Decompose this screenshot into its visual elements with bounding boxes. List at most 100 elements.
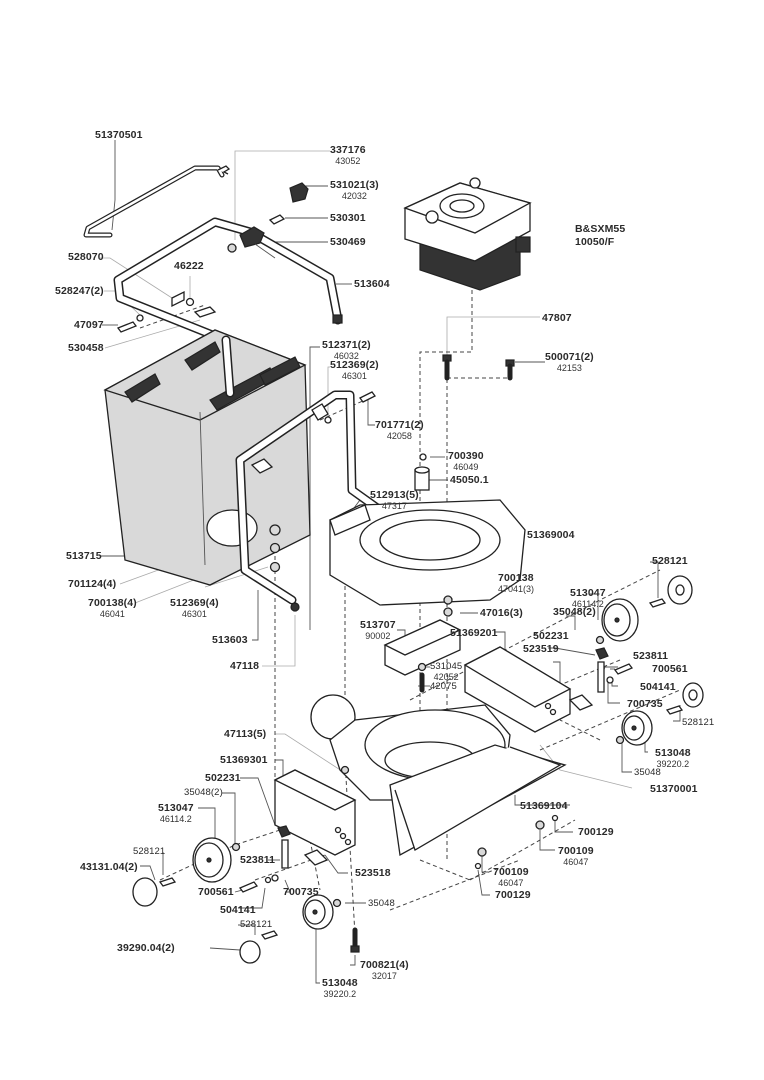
- part-number: 701771(2): [375, 419, 424, 431]
- bottom-bolt: [350, 927, 360, 953]
- part-number: 513707: [360, 619, 396, 631]
- part-number: 35048: [634, 767, 661, 778]
- spacer-and-ring: [414, 453, 430, 491]
- part-number: 504141: [640, 681, 676, 693]
- bracket-51369201: [463, 646, 572, 733]
- part-number: 337176: [330, 144, 366, 156]
- part-label-46222: 46222: [174, 261, 204, 272]
- part-label-700561: 700561: [652, 664, 688, 675]
- part-label-471135: 47113(5): [224, 729, 266, 740]
- part-number: 701124(4): [68, 578, 117, 590]
- part-number: 46222: [174, 260, 204, 272]
- part-subcode: 46032: [333, 350, 359, 361]
- part-subcode: 46301: [341, 370, 367, 381]
- part-subcode: 42052: [433, 671, 459, 682]
- part-subcode: 32017: [371, 970, 397, 981]
- part-label-7001384: 700138(4)46041: [88, 598, 137, 619]
- part-label-47118: 47118: [230, 661, 259, 672]
- part-label-5123692: 512369(2)46301: [330, 360, 379, 381]
- part-number: 513603: [212, 634, 248, 646]
- part-label-504141: 504141: [220, 905, 256, 916]
- part-number: 502231: [205, 772, 241, 784]
- part-subcode: 46047: [498, 877, 524, 888]
- part-number: 530469: [330, 236, 366, 248]
- part-label-5123712: 512371(2)46032: [322, 340, 371, 361]
- part-label-51369104: 51369104: [520, 801, 568, 812]
- part-number: 530301: [330, 212, 366, 224]
- part-number: 35048: [368, 898, 395, 909]
- part-number: 47016(3): [480, 607, 523, 619]
- part-label-47807: 47807: [542, 313, 572, 324]
- part-number: 35048(2): [184, 787, 223, 798]
- engine-model: B&SXM55: [575, 223, 626, 235]
- engine-bolts: [442, 354, 515, 381]
- part-subcode: 46114.2: [159, 813, 192, 824]
- part-label-513715: 513715: [66, 551, 102, 562]
- part-number: 531021(3): [330, 179, 379, 191]
- part-number: 700561: [198, 886, 234, 898]
- part-label-7017712: 701771(2)42058: [375, 420, 424, 441]
- part-label-51370001: 51370001: [650, 784, 698, 795]
- part-number: 523811: [633, 650, 669, 662]
- part-number: 523518: [355, 867, 391, 879]
- hubcap-left-upper: [132, 877, 177, 907]
- part-number: 513048: [655, 747, 691, 759]
- part-number: 513715: [66, 550, 102, 562]
- part-label-513603: 513603: [212, 635, 248, 646]
- part-label-528070: 528070: [68, 252, 104, 263]
- wheel-left-upper: [192, 837, 241, 883]
- part-number: 42075: [430, 681, 457, 692]
- part-label-51369201: 51369201: [450, 628, 498, 639]
- part-number: 700821(4): [360, 959, 409, 971]
- part-number: 512913(5): [370, 489, 419, 501]
- part-label-39290-042: 39290.04(2): [117, 943, 175, 954]
- part-label-51370501: 51370501: [95, 130, 143, 141]
- part-number: 47118: [230, 660, 260, 672]
- part-number: 51370501: [95, 129, 143, 141]
- part-number: 700561: [652, 663, 688, 675]
- part-subcode: 42153: [556, 362, 582, 373]
- part-label-528121: 528121: [682, 718, 714, 728]
- part-number: 531045: [430, 661, 463, 672]
- part-subcode: 39220.2: [656, 758, 690, 769]
- part-number: 504141: [220, 904, 256, 916]
- part-subcode: 47317: [381, 500, 407, 511]
- part-number: 700109: [558, 845, 594, 857]
- part-label-523519: 523519: [523, 644, 559, 655]
- bracket-51369301: [273, 769, 357, 856]
- part-subcode: 42058: [386, 430, 412, 441]
- wheel-right-lower: [615, 710, 653, 746]
- part-number: 45050.1: [450, 474, 489, 486]
- part-subcode: 43052: [335, 155, 361, 166]
- part-number: 523811: [240, 854, 276, 866]
- part-number: 51369201: [450, 627, 498, 639]
- part-label-528121: 528121: [240, 920, 272, 930]
- part-label-470163: 47016(3): [480, 608, 523, 619]
- height-adjust-left: [238, 825, 329, 893]
- handle-513604: [113, 217, 343, 395]
- engine-illustration: [403, 177, 532, 291]
- collection-bag: [103, 329, 311, 586]
- part-label-35048: 35048: [634, 768, 661, 778]
- part-label-45050-1: 45050.1: [450, 475, 489, 486]
- hubcap-left-lower: [239, 930, 279, 964]
- part-subcode: 42032: [341, 190, 367, 201]
- part-number: 35048(2): [553, 606, 596, 618]
- part-label-530301: 530301: [330, 213, 366, 224]
- part-number: 51369004: [527, 529, 575, 541]
- part-label-51369301: 51369301: [220, 755, 268, 766]
- hubcap-right-lower: [665, 682, 704, 715]
- part-number: 513047: [570, 587, 606, 599]
- part-number: 47807: [542, 312, 572, 324]
- part-number: 43131.04(2): [80, 861, 138, 873]
- part-number: 528121: [133, 846, 166, 857]
